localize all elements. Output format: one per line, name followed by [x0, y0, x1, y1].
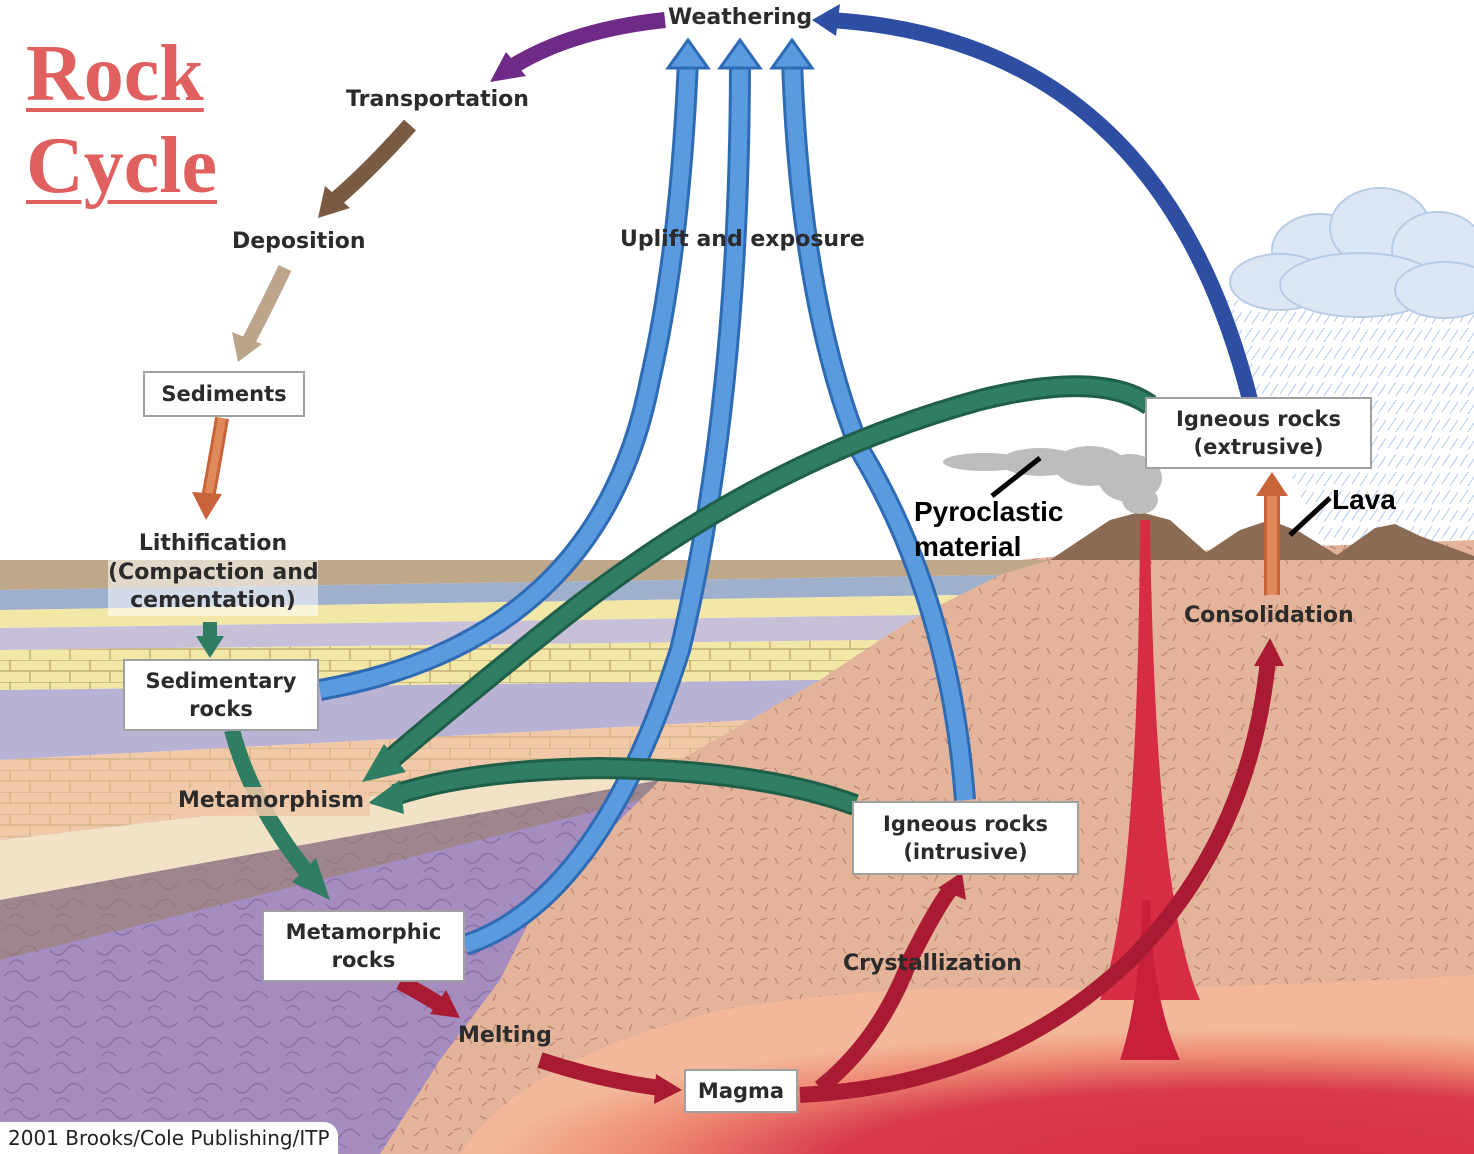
- intrusive-line-2: (intrusive): [903, 840, 1028, 864]
- crystallization-label: Crystallization: [843, 951, 1022, 976]
- lithification-label: Lithification (Compaction and cementatio…: [108, 530, 319, 616]
- consolidation-magma-arrow: [799, 638, 1284, 1103]
- lithification-line-2: (Compaction and: [108, 559, 319, 585]
- pyroclastic-callout: Pyroclastic material: [914, 494, 1063, 564]
- sedimentary-line-2: rocks: [189, 697, 253, 721]
- weathering-label: Weathering: [668, 5, 813, 30]
- weathering-arrow: [812, 4, 1258, 402]
- callout-lines: [990, 456, 1332, 537]
- extrusive-line-1: Igneous rocks: [1176, 406, 1341, 431]
- lithification-arrow: [192, 416, 229, 520]
- green-arrow-from-extrusive: [362, 375, 1157, 782]
- deposition-arrow: [318, 119, 416, 218]
- pyroclastic-line-1: Pyroclastic: [914, 496, 1064, 527]
- cloud-illustration: [1229, 187, 1474, 319]
- consolidation-label: Consolidation: [1184, 603, 1354, 628]
- consolidation-arrow: [1256, 472, 1288, 595]
- sediments-label: Sediments: [161, 381, 287, 406]
- metamorphic-rocks-box: Metamorphic rocks: [262, 910, 465, 982]
- sedimentary-line-1: Sedimentary: [145, 668, 297, 693]
- lithification-line-1: Lithification: [138, 531, 288, 556]
- igneous-intrusive-box: Igneous rocks (intrusive): [852, 801, 1079, 875]
- pyroclastic-line-2: material: [914, 531, 1022, 562]
- title-line-2: Cycle: [26, 122, 218, 210]
- smoke-plume: [943, 446, 1162, 514]
- uplift-arrowheads: [665, 37, 815, 70]
- melting-arrow: [396, 974, 682, 1104]
- lava-callout: Lava: [1332, 484, 1396, 515]
- intrusive-line-1: Igneous rocks: [883, 811, 1048, 836]
- sediment-arrow: [232, 264, 292, 362]
- uplift-label: Uplift and exposure: [620, 227, 865, 252]
- lithification-line-3: cementation): [130, 588, 296, 614]
- melting-label: Melting: [458, 1023, 552, 1048]
- sedimentary-rocks-box: Sedimentary rocks: [123, 659, 319, 731]
- magma-label: Magma: [697, 1078, 785, 1103]
- metamorphic-line-2: rocks: [331, 948, 396, 972]
- crystallization-arrow: [814, 872, 966, 1095]
- copyright-credit: 2001 Brooks/Cole Publishing/ITP: [0, 1122, 338, 1154]
- sediments-box: Sediments: [143, 371, 305, 417]
- green-arrow-from-intrusive: [368, 756, 859, 816]
- green-arrow-to-sedimentary: [196, 622, 224, 658]
- metamorphic-line-1: Metamorphic: [285, 919, 442, 944]
- magma-box: Magma: [684, 1069, 798, 1113]
- deposition-label: Deposition: [232, 229, 366, 254]
- diagram-title: Rock Cycle: [26, 28, 217, 212]
- title-line-1: Rock: [26, 30, 204, 118]
- igneous-extrusive-box: Igneous rocks (extrusive): [1145, 397, 1372, 469]
- transportation-label: Transportation: [346, 87, 529, 112]
- metamorphism-label: Metamorphism: [172, 787, 371, 816]
- transport-arrow: [490, 12, 666, 82]
- extrusive-line-2: (extrusive): [1193, 435, 1324, 459]
